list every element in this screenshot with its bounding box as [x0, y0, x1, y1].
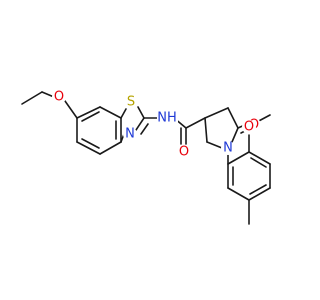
atom-label: NH [157, 111, 177, 126]
amide-nh-atom: NH [157, 110, 178, 126]
bond [250, 157, 267, 168]
bond [248, 151, 271, 165]
bond [81, 111, 100, 122]
atom-label: O [54, 90, 64, 105]
bond [231, 127, 239, 143]
atom-label: O [179, 145, 189, 160]
atom-label: N [125, 127, 135, 142]
bond [81, 138, 100, 149]
bond-layer [21, 91, 271, 225]
atom-label: S [127, 95, 135, 110]
pyrrolidine-nitrogen-atom: N [221, 141, 235, 156]
bond [140, 123, 149, 135]
bond [41, 91, 55, 98]
bond [227, 151, 250, 165]
ethoxy-oxygen-atom: O [52, 90, 66, 105]
bond [206, 141, 223, 149]
bond [227, 187, 250, 201]
bond [99, 141, 122, 155]
bond [204, 117, 208, 143]
amide-oxygen-atom: O [177, 145, 191, 160]
structure-canvas: O S N NH O O N O [21, 90, 271, 225]
bond [76, 106, 101, 119]
bond [135, 117, 145, 131]
bond [99, 106, 122, 119]
bond [249, 184, 267, 195]
bond [137, 106, 145, 119]
bond [120, 108, 127, 119]
bond [64, 100, 78, 119]
bond [227, 107, 239, 129]
bond [76, 141, 101, 155]
atom-label: N [223, 141, 233, 156]
bond [185, 117, 206, 129]
thiazole-nitrogen-atom: N [123, 127, 137, 142]
atom-label: O [244, 120, 254, 135]
bond [21, 91, 43, 105]
molecule-structure: O S N NH O O N O [21, 90, 271, 225]
bond [204, 107, 229, 119]
methoxy-oxygen-atom: O [242, 120, 256, 135]
bond [248, 187, 271, 201]
atom-label-layer: O S N NH O O N O [52, 90, 261, 160]
thiazole-sulfur-atom: S [124, 95, 138, 110]
